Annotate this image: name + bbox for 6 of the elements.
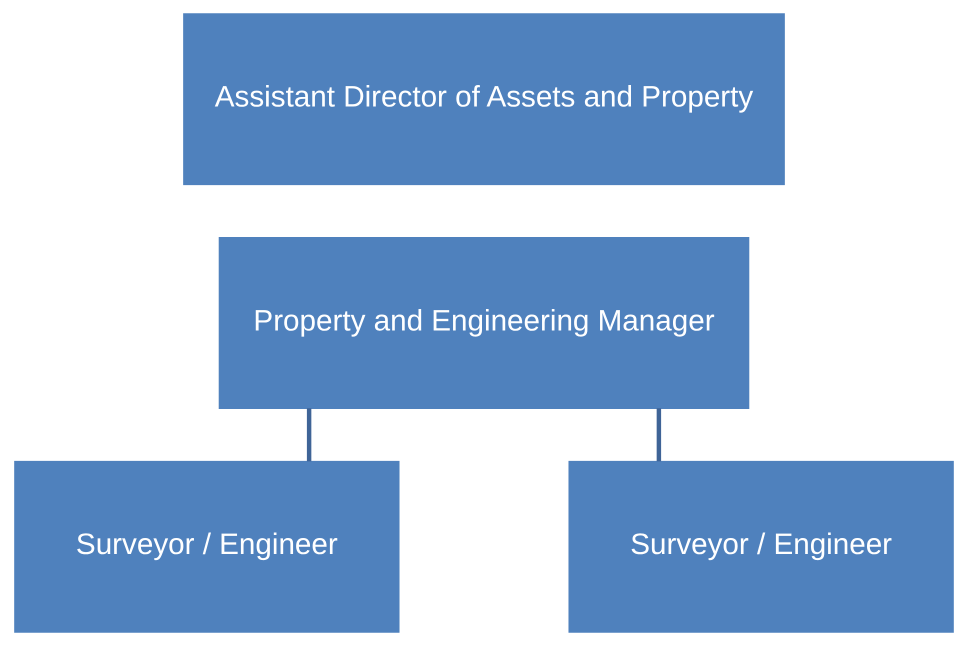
connector — [306, 408, 311, 462]
connector — [656, 408, 661, 462]
node-box: Assistant Director of Assets and Property — [182, 13, 784, 186]
node-box: Surveyor / Engineer — [14, 460, 400, 633]
node-box: Property and Engineering Manager — [218, 237, 749, 409]
node-box: Surveyor / Engineer — [568, 460, 954, 633]
